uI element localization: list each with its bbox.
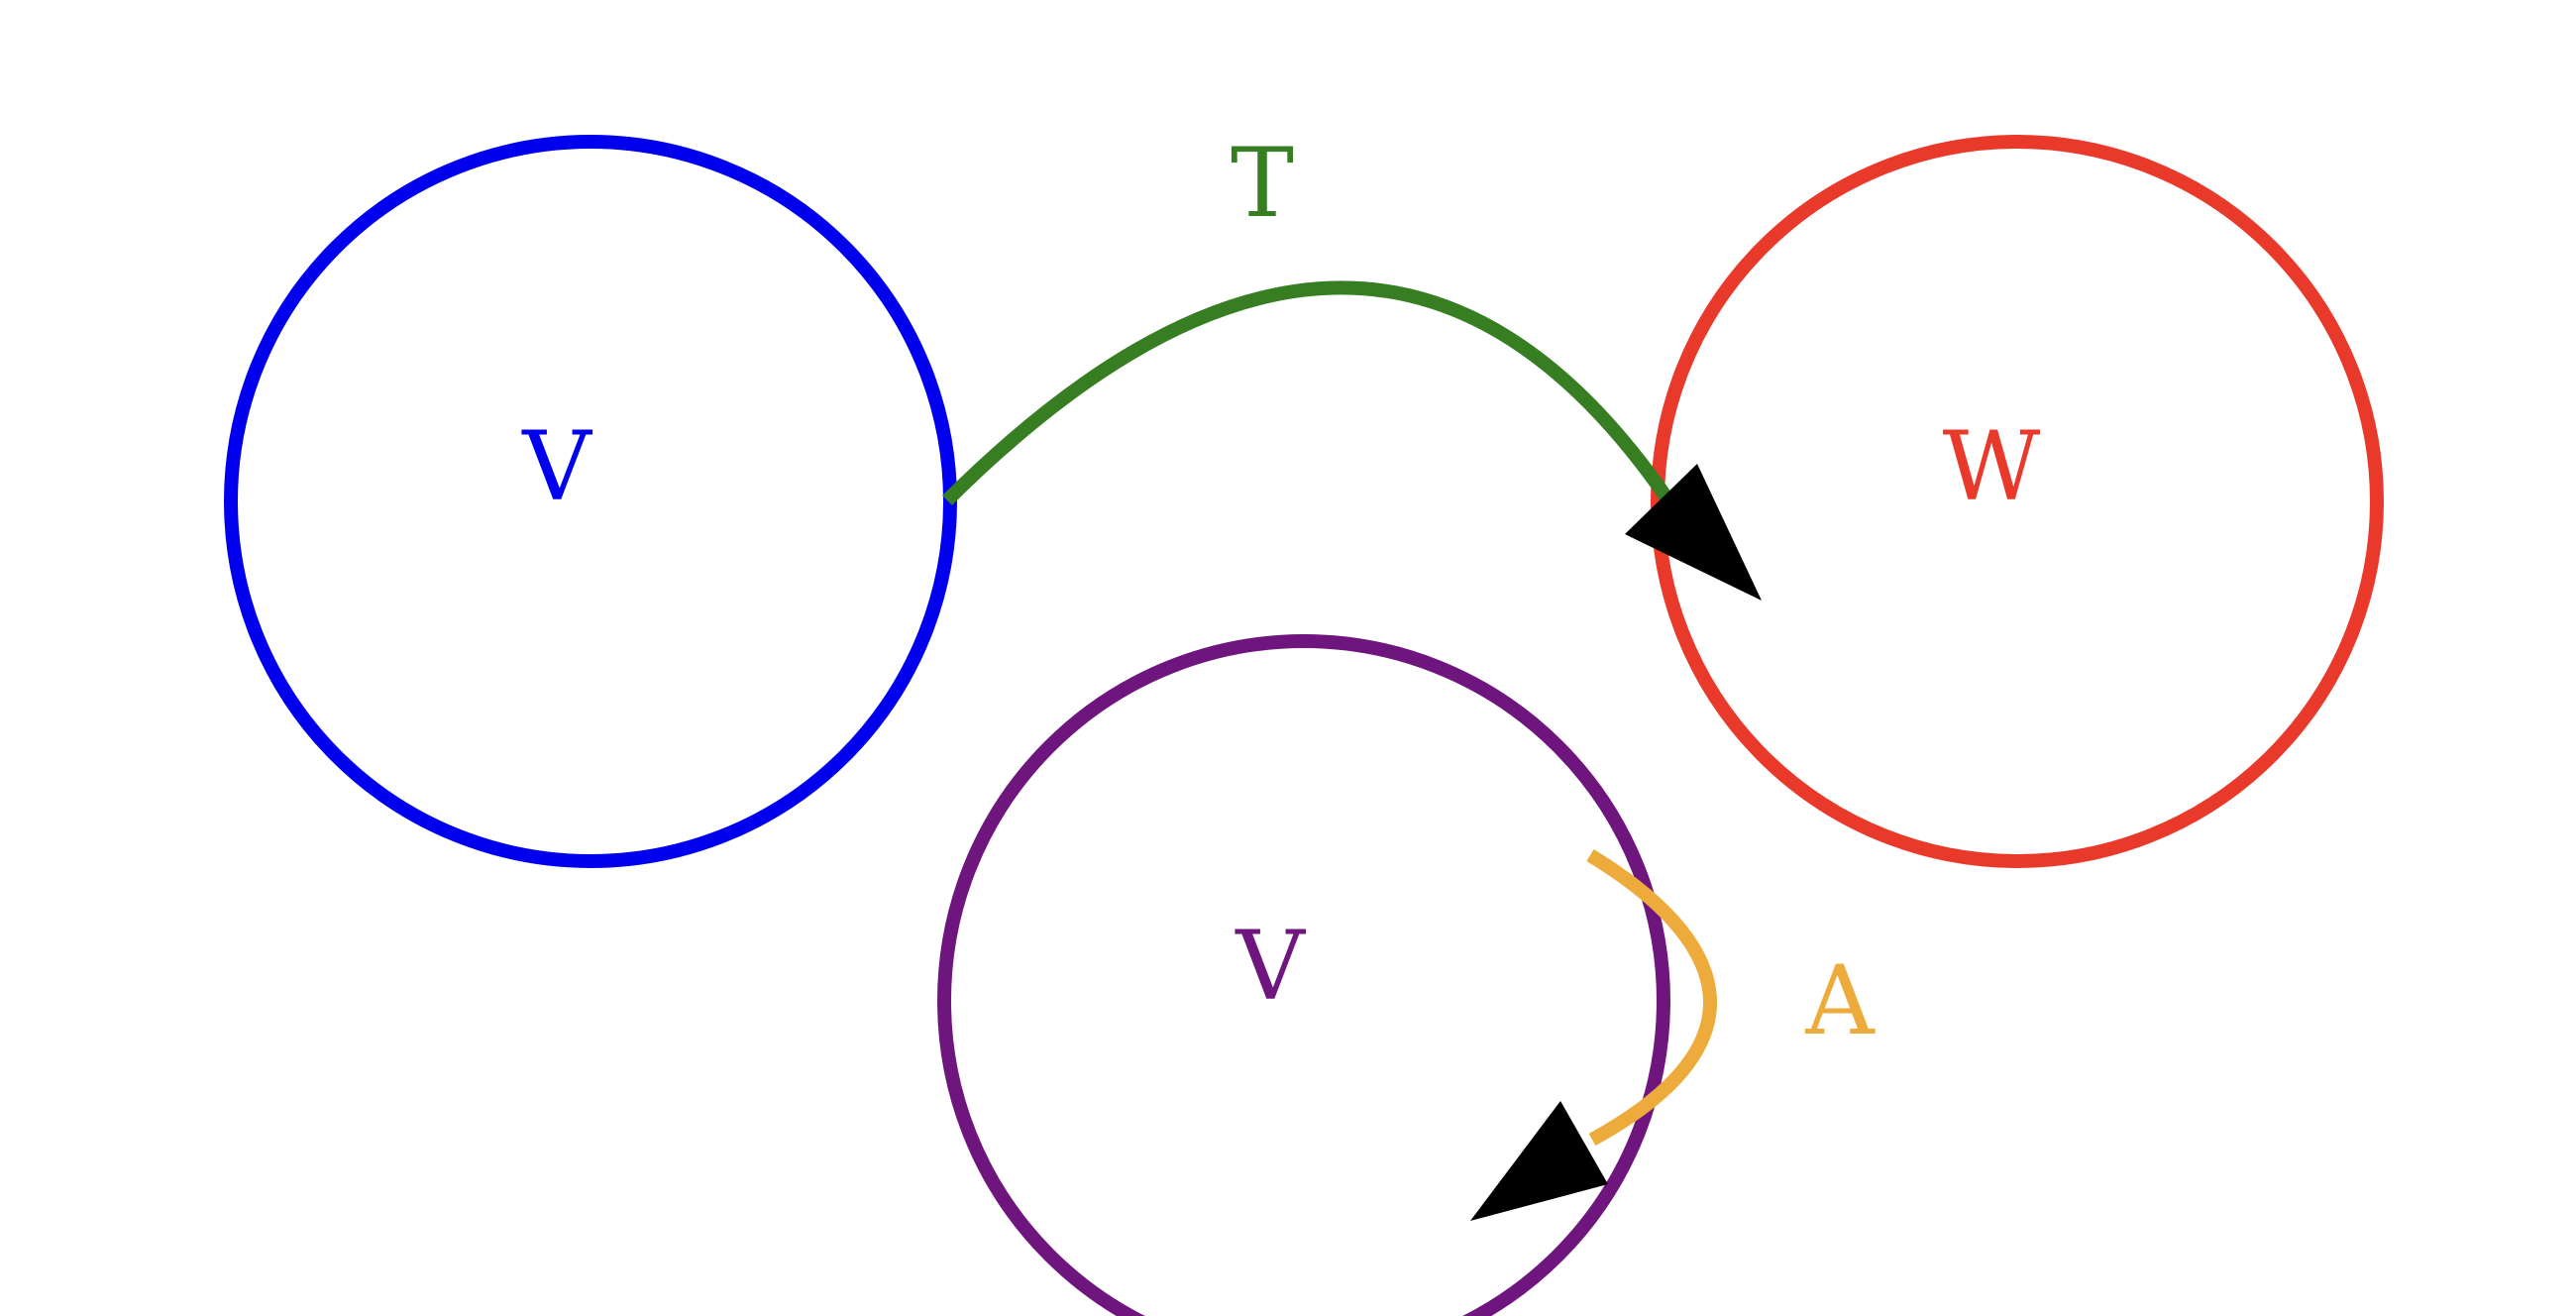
- node-w-circle: [1651, 135, 2384, 868]
- edge-t-arrowhead: [1625, 464, 1762, 601]
- edge-a-label: A: [1804, 945, 1876, 1056]
- node-v-left: V: [224, 135, 957, 868]
- edge-a-arrowhead: [1470, 1101, 1608, 1221]
- node-v-bottom-circle: [937, 634, 1670, 1316]
- node-v-bottom: V: [937, 634, 1670, 1316]
- edge-a: A: [1470, 849, 1876, 1221]
- node-w: W: [1651, 135, 2384, 868]
- node-v-left-label: V: [521, 411, 592, 522]
- edge-t-label: T: [1231, 128, 1294, 239]
- edge-a-path: [1586, 849, 1718, 1147]
- node-v-bottom-label: V: [1234, 911, 1306, 1022]
- edge-t-path: [942, 280, 1674, 505]
- edge-t: T: [942, 128, 1762, 601]
- node-w-label: W: [1943, 411, 2041, 522]
